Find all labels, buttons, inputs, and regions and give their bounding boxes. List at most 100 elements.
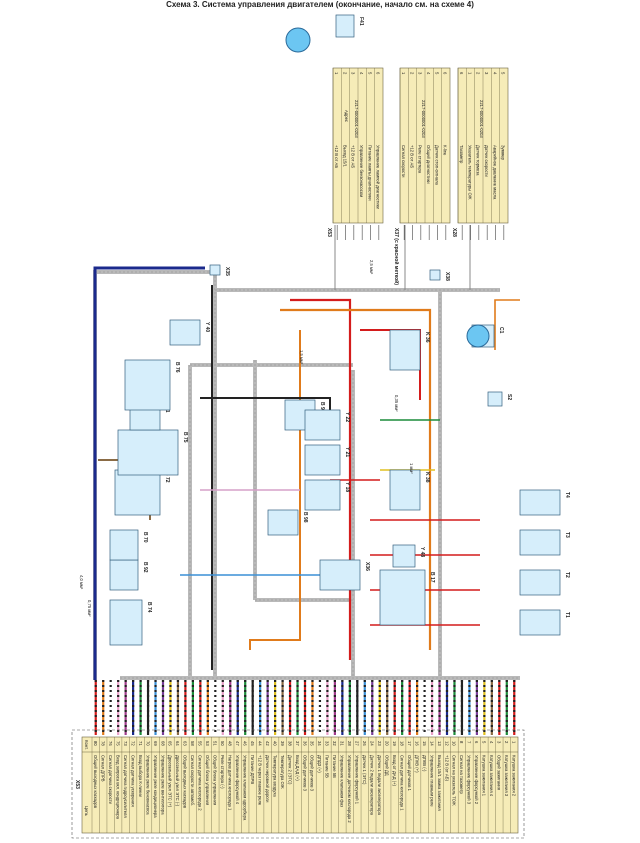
connector-name: X28 — [451, 228, 457, 237]
pin-label: Сигнал на указатель ТОЖ — [452, 755, 457, 806]
pin-number: 1 — [401, 72, 406, 75]
diagram-title: Схема 3. Система управления двигателем (… — [166, 0, 474, 9]
pin-label: Реле стартера (-) — [220, 755, 225, 789]
pin-label: Управление форсункой 2 — [474, 755, 479, 805]
ecu-connector-table — [81, 736, 519, 834]
pin-number: 47 — [235, 741, 240, 746]
pin-number: 51 — [213, 741, 218, 746]
pin-label: Вход выбора К-линии — [138, 755, 143, 798]
component-y22 — [304, 409, 341, 441]
pin-number: 19 — [392, 741, 397, 746]
pin-number: 36 — [302, 741, 307, 746]
pin-number: 69 — [153, 741, 158, 746]
pin-label: Датчик тормоза — [476, 145, 481, 176]
pin-label: Катушка зажигания 1 — [482, 755, 487, 797]
pin-label: Управление реле бензонасоса — [145, 755, 150, 815]
pin-number: 68 — [160, 741, 165, 746]
pin-number: 3 — [418, 72, 423, 75]
pin-label: Катушка зажигания 2 — [512, 755, 517, 797]
component-b17 — [379, 569, 426, 626]
pin-number: 23 — [377, 741, 382, 746]
ecu-connector-name: X53 — [74, 780, 80, 789]
pin-label: Управление форсункой 1 — [355, 755, 360, 805]
wire-gauge-label: 0,75 мм² — [87, 600, 92, 617]
component-t2 — [519, 569, 561, 596]
pin-number: 5 — [482, 741, 487, 744]
pin-label: Датчик 1 (ЭТС) — [362, 755, 367, 785]
pin-label: Вход ДАД (+) — [295, 755, 300, 781]
pin-number: 40 — [272, 741, 277, 746]
pin-label: Общий диагностики — [426, 145, 431, 184]
pin-label: +12 В от АБ — [334, 145, 339, 168]
pin-number: 50 — [220, 741, 225, 746]
table-header-pin: Конт. — [84, 740, 89, 750]
pin-label: Датчик 1 педали акселератора — [377, 755, 382, 816]
pin-number: 46 — [242, 741, 247, 746]
pin-label: Катушка зажигания 4 — [489, 755, 494, 797]
pin-label: К-line — [443, 145, 448, 156]
pin-number: 20 — [384, 741, 389, 746]
wire — [93, 266, 205, 680]
pin-number: 4 — [492, 72, 497, 75]
battery-icon — [285, 27, 311, 53]
pin-label: Датчик скорости — [484, 145, 489, 177]
pin-number: 5 — [501, 72, 506, 75]
pin-number: 18 — [399, 741, 404, 746]
pin-number: 58 — [190, 741, 195, 746]
pin-label: Сигнал датчика скорости — [108, 755, 113, 805]
pin-number: 2 — [409, 72, 414, 75]
component-label: T1 — [564, 612, 570, 618]
pin-label: +12 В (от АБ) — [444, 755, 449, 781]
pin-label: +12 В от АБ — [409, 145, 414, 168]
pin-number: 70 — [145, 741, 150, 746]
pin-label: Реле стартера — [418, 145, 423, 174]
component-label: B 92 — [142, 562, 148, 573]
pin-label: Общий выходных каскадов — [183, 755, 188, 809]
pin-label: +12 В от АБ — [351, 145, 356, 168]
pin-label: ДПКВ (-) — [422, 755, 427, 772]
pin-label: Сигнал датчика кислорода 1 — [399, 755, 404, 811]
pin-number: 32 — [332, 741, 337, 746]
pin-label: Общий блока управления — [213, 755, 218, 805]
pin-number: 6 — [376, 72, 381, 75]
pin-number: 6 — [459, 72, 464, 75]
pin-label: Питание лампы диагностики — [367, 145, 372, 201]
pin-number: 31 — [340, 741, 345, 746]
pin-label: +12 В через главное реле — [257, 755, 262, 806]
pin-number: 16 — [414, 741, 419, 746]
component-label: B 97 — [319, 402, 325, 413]
pin-number: 37 — [295, 741, 300, 746]
component-f41 — [335, 14, 355, 38]
pin-label: Питание 5В — [325, 755, 330, 778]
pin-number: 4 — [489, 741, 494, 744]
pin-label: Управление датчиком кислорода 2 — [347, 755, 352, 823]
pin-number: 71 — [138, 741, 143, 746]
component-label: B 70 — [142, 532, 148, 543]
pin-label: Сигнал скорости — [401, 145, 406, 178]
component-label: X35 — [224, 267, 230, 276]
sensor-c1-icon — [466, 324, 490, 348]
part-number: 2217-0000001-0203 — [421, 100, 426, 138]
pin-label: Общий датчиков 3 — [310, 755, 315, 792]
pin-number: 75 — [115, 741, 120, 746]
pin-number: 65 — [168, 741, 173, 746]
pin-number: 6 — [474, 741, 479, 744]
component-b98 — [267, 509, 299, 536]
table-header-circuit: Цепь — [84, 806, 89, 817]
component-t4 — [519, 489, 561, 516]
component-label: B 76 — [174, 362, 180, 373]
pin-number: 28 — [347, 741, 352, 746]
wire — [280, 308, 432, 650]
component-s2 — [487, 391, 503, 407]
wire — [494, 299, 520, 350]
pin-label: Нагрев датчика кислорода 1 — [228, 755, 233, 811]
component-label: Y 22 — [344, 412, 350, 422]
pin-label: Общий датчиков 3 — [302, 755, 307, 792]
pin-label: Питание ДПРВ — [250, 755, 255, 784]
pin-label: Управление лампой диагностики — [376, 145, 381, 210]
component-label: B 75 — [182, 432, 188, 443]
component-label: B 74 — [146, 602, 152, 613]
pin-number: 2 — [504, 741, 509, 744]
component-b75 — [117, 429, 179, 476]
